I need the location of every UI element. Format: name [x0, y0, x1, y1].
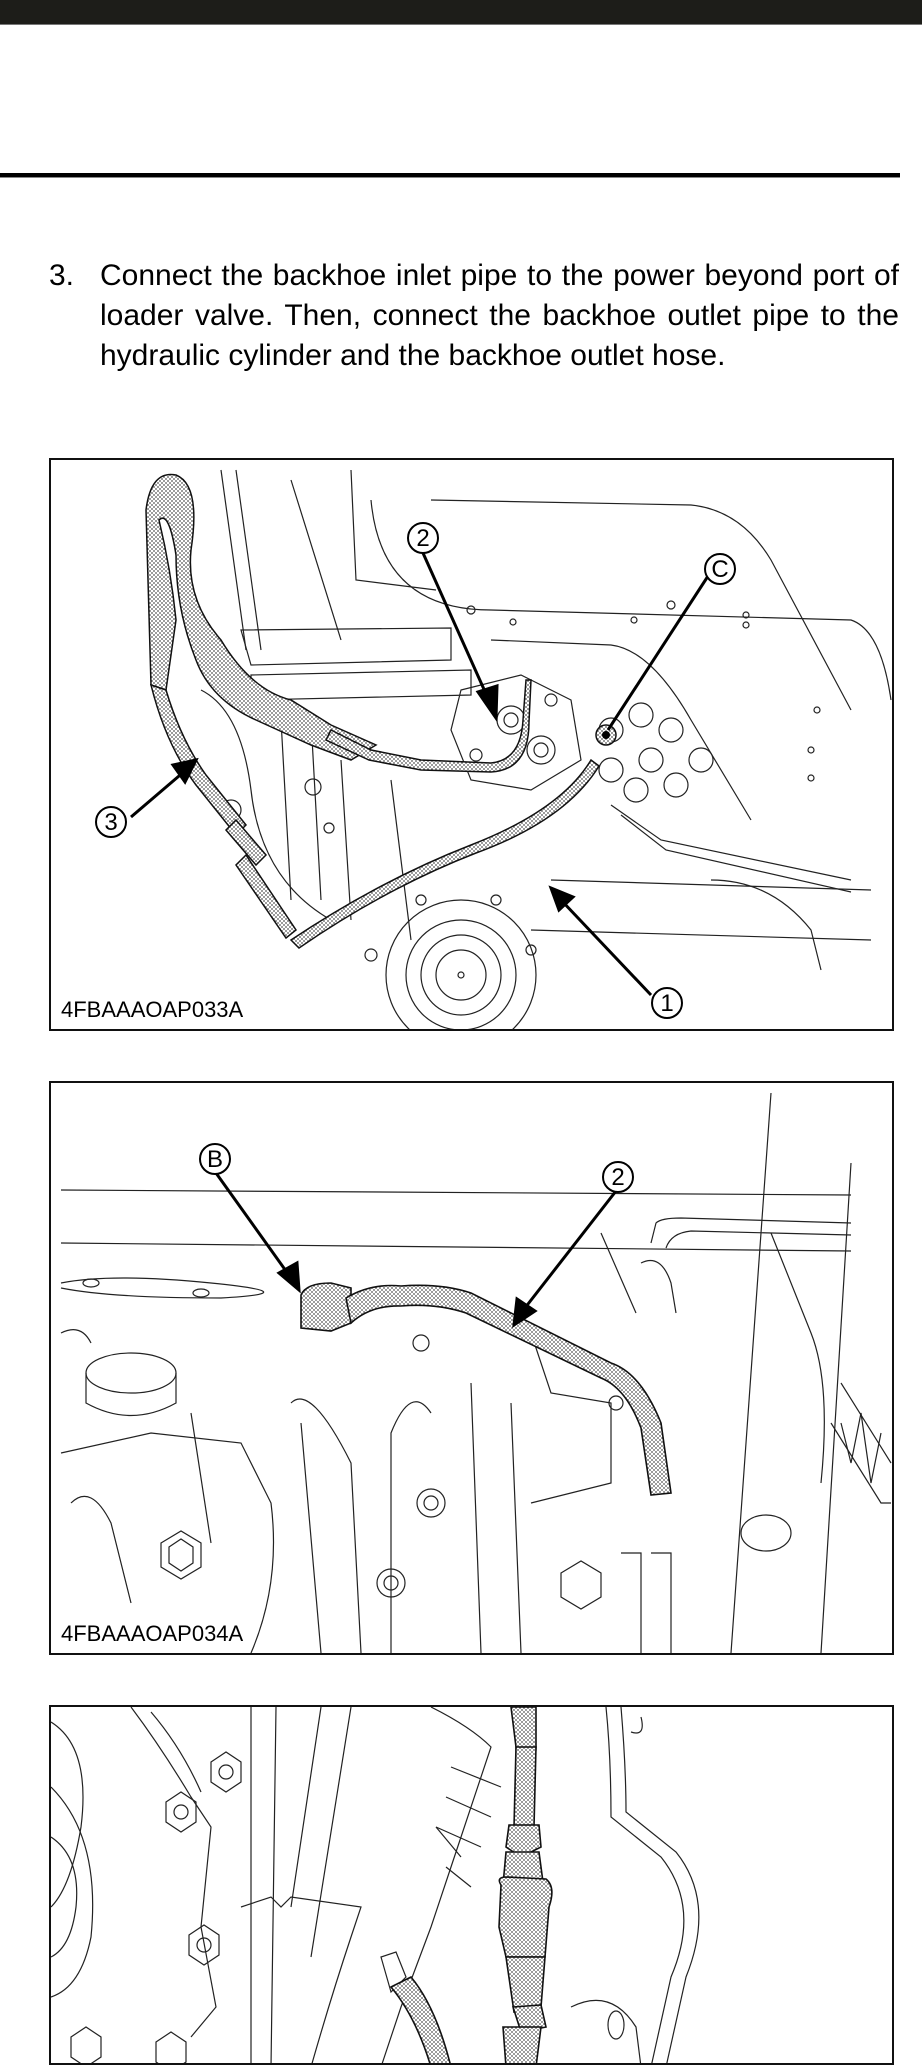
top-bar — [0, 0, 922, 25]
callout-b: B — [199, 1143, 231, 1175]
callout-2: 2 — [602, 1161, 634, 1193]
figure-1-drawing — [130, 469, 892, 1029]
callout-2: 2 — [407, 522, 439, 554]
step-number: 3. — [49, 259, 75, 292]
header-rule — [0, 173, 900, 178]
callout-c: C — [704, 553, 736, 585]
callout-1: 1 — [651, 987, 683, 1019]
figure-1-caption: 4FBAAAOAP033A — [61, 997, 244, 1022]
figure-1-backhoe-inlet-pipe: 2 C 3 1 4FBAAAOAP033A — [49, 458, 894, 1031]
step-text: Connect the backhoe inlet pipe to the po… — [100, 259, 899, 372]
figure-2-caption: 4FBAAAOAP034A — [61, 1621, 244, 1646]
figure-2-backhoe-outlet-pipe: B 2 4FBAAAOAP034A — [49, 1081, 894, 1655]
callout-3: 3 — [95, 806, 127, 838]
figure-3-drawing — [51, 1707, 700, 2063]
figure-3-outlet-hose — [49, 1705, 894, 2065]
figure-2-drawing — [60, 1092, 892, 1653]
